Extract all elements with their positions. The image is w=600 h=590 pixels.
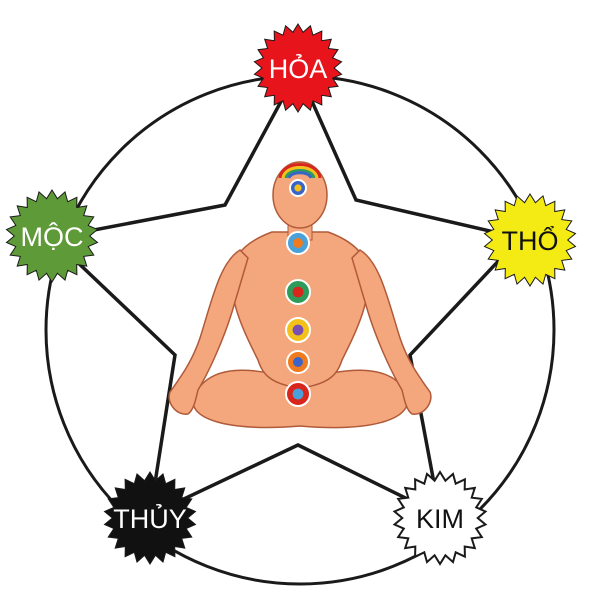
chakra-core-3 [292,286,304,298]
crown-rainbow-inner-1 [281,166,319,179]
crown-rainbow-inner-2 [284,169,316,179]
element-badge-burst-kim [392,470,488,566]
element-badge-tho: THỔ [483,193,577,287]
element-badge-kim: KIM [392,470,488,566]
element-label-tho: THỔ [502,225,559,256]
element-badge-burst-hoa [253,23,343,113]
meditating-figure [168,161,432,429]
crown-rainbow [278,163,322,179]
element-badge-burst-moc [5,189,99,283]
element-badge-burst-tho [483,193,577,287]
element-label-thuy: THỦY [113,502,187,534]
figure-right-arm [351,249,432,415]
element-label-kim: KIM [416,504,464,534]
chakra-core-4 [292,324,304,336]
pentagram-star [48,66,524,519]
element-badge-burst-thuy [103,471,197,565]
element-badge-thuy: THỦY [103,471,197,565]
chakra-core-2 [293,238,303,248]
element-badge-moc: MỘC [5,189,99,283]
chakra-core-6 [292,388,304,400]
element-badges: HỎA THỔ KIM THỦY MỘC [5,23,577,566]
chakra-core-1 [294,184,302,192]
element-badge-hoa: HỎA [253,23,343,113]
chakra-core-5 [293,357,303,367]
element-label-hoa: HỎA [269,52,328,84]
crown-rainbow-inner-3 [287,171,313,179]
figure-left-arm [168,249,249,415]
chakra-column [285,179,311,407]
element-label-moc: MỘC [21,221,84,252]
